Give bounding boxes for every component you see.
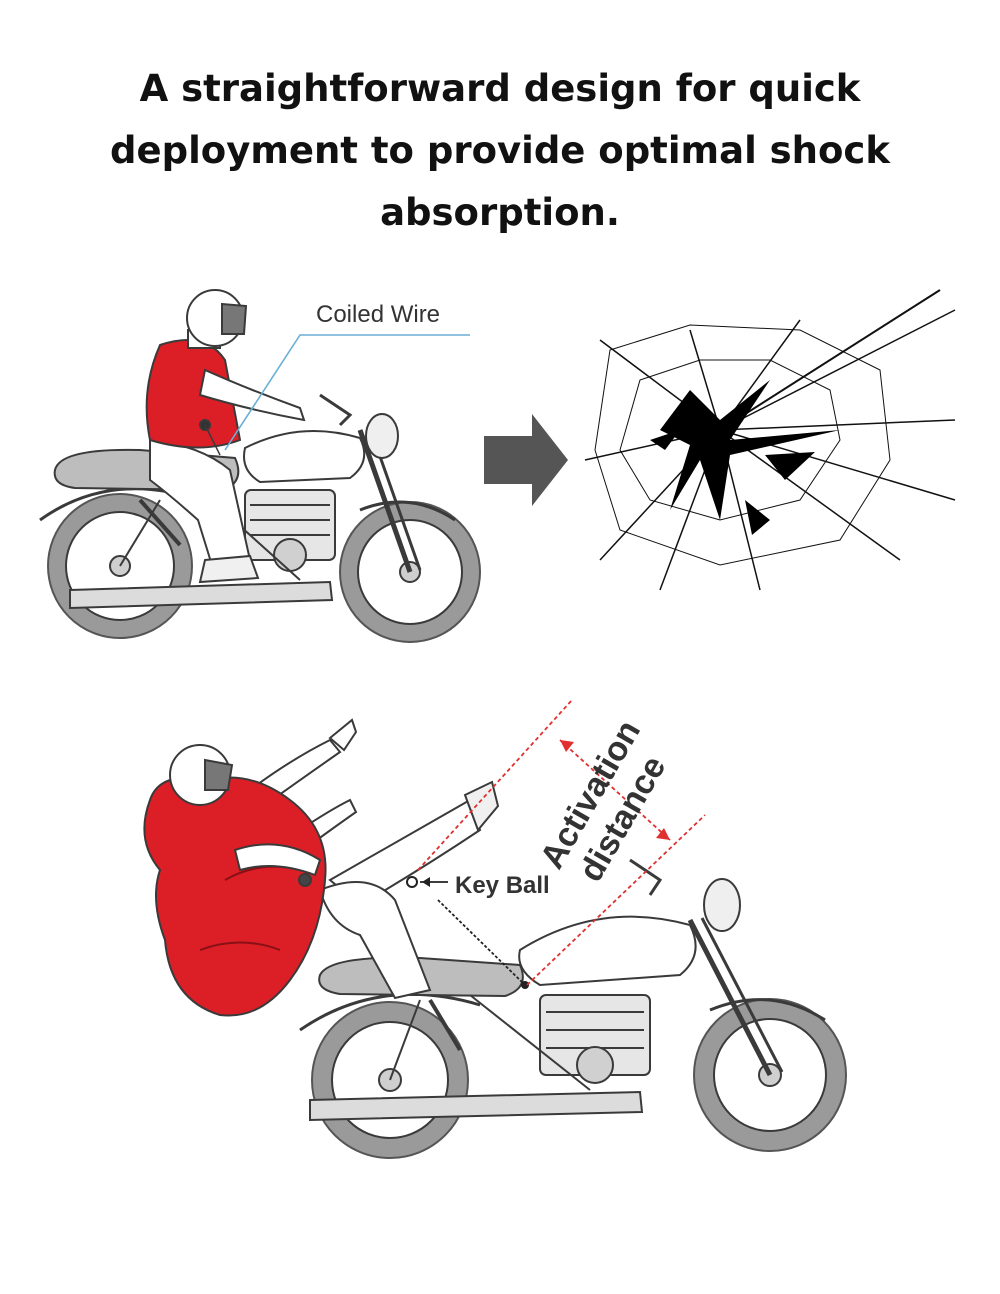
headline-line-2: deployment to provide optimal shock	[110, 129, 890, 172]
coiled-wire-label: Coiled Wire	[316, 301, 440, 328]
inflated-airbag	[143, 776, 327, 1017]
bottom-motorcycle	[299, 858, 847, 1159]
top-motorcycle	[39, 393, 481, 643]
headline-line-1: A straightforward design for quick	[139, 67, 861, 110]
activation-distance-arrows	[560, 740, 670, 840]
activation-distance-label: Activation distance	[533, 714, 674, 888]
shattered-glass-icon	[584, 289, 956, 591]
coiled-wire-callout: Coiled Wire	[224, 301, 470, 451]
bottom-rider	[143, 718, 500, 1017]
top-rider	[145, 289, 306, 584]
key-ball-label: Key Ball	[455, 872, 550, 899]
transition-arrow	[484, 414, 568, 506]
activation-distance-guides	[417, 699, 706, 986]
key-ball-icon	[406, 876, 418, 888]
headline-line-3: absorption.	[380, 191, 620, 234]
key-ball-tether: Key Ball	[406, 872, 550, 989]
headline: A straightforward design for quick deplo…	[80, 58, 920, 244]
